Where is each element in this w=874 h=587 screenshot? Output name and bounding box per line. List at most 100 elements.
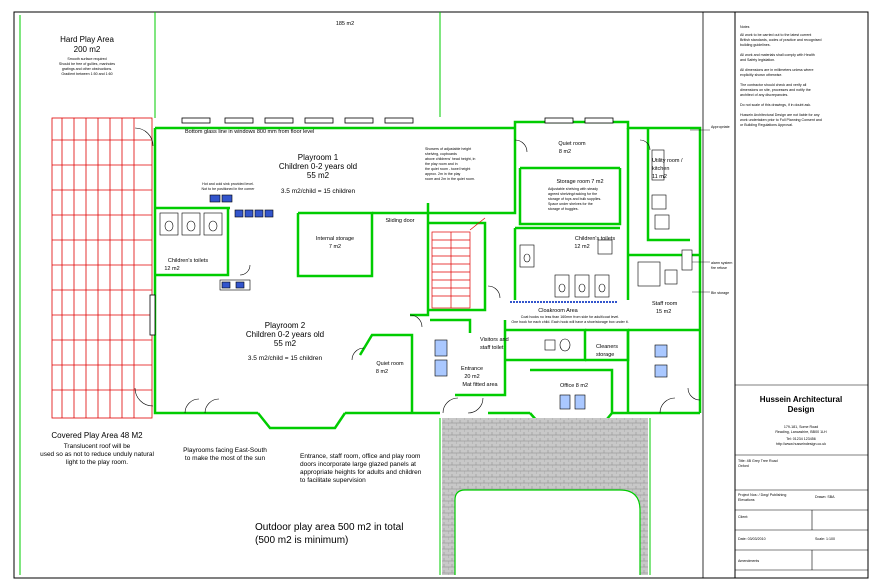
visitors-toilet-name: Visitors and <box>480 337 509 343</box>
side-annotations: Appropriate alarm system fire refuse Bin… <box>690 125 732 295</box>
outdoor-line-2: (500 m2 is minimum) <box>255 535 348 546</box>
side-note-4: Bin storage <box>711 291 729 295</box>
utility-name: Utility room / <box>652 158 683 164</box>
side-note-3: fire refuse <box>711 266 727 270</box>
notes-line: building guidelines. <box>740 43 771 47</box>
hard-play-note-4: Gradient between 1:50 and 1:60 <box>61 72 112 76</box>
notes-heading: Notes <box>740 25 750 29</box>
notes-line: architect of any discrepancies. <box>740 93 788 97</box>
title-block <box>735 384 868 571</box>
project-value: Elevations <box>738 498 755 502</box>
window-row <box>149 117 614 336</box>
hot-cold-note-1: Hot and cold sink provided level. <box>202 182 254 186</box>
hard-play-note-1: Smooth surface required <box>67 57 106 61</box>
quiet-room-bottom-name: Quiet room <box>376 361 404 367</box>
cloakroom-name: Cloakroom Area <box>538 308 578 314</box>
playroom-2-ratio: 3.5 m2/child = 15 children <box>248 355 323 362</box>
storage-note-2: shelving, cupboards <box>425 152 457 156</box>
outdoor-line-1: Outdoor play area 500 m2 in total <box>255 522 403 533</box>
covered-play-roof <box>51 117 153 419</box>
notes-line: All work and materials shall comply with… <box>740 53 815 57</box>
stair <box>431 217 486 309</box>
side-note-1: Appropriate <box>711 125 730 129</box>
title-label: Title: 4B Grey Tree Road <box>738 459 778 463</box>
quiet-room-top-area: 8 m2 <box>559 149 571 155</box>
notes-panel: Notes All work to be carried out to the … <box>740 25 822 127</box>
storage-note-7: room and 2m in the quiet room. <box>425 177 475 181</box>
playroom-2-area: 55 m2 <box>274 339 297 348</box>
entrance-extra: Mat fitted area <box>462 382 498 388</box>
entrance-note-4: to facilitate supervision <box>300 477 366 484</box>
entrance-note-3: appropriate heights for adults and child… <box>300 469 422 476</box>
storage-note-1: Showers of adjustable height <box>425 147 471 151</box>
entrance-area: 20 m2 <box>464 374 479 380</box>
children-toilets-right-name: Children's toilets <box>575 236 615 242</box>
window-note: Bottom glass line in windows 800 mm from… <box>185 129 314 135</box>
utility-area: 11 m2 <box>652 174 667 180</box>
playroom-2-ages: Children 0-2 years old <box>246 330 324 339</box>
hard-play-area: Hard Play Area 200 m2 Smooth surface req… <box>59 35 115 76</box>
children-toilets-left-area: 12 m2 <box>164 266 179 272</box>
cloakroom-note-1: Coat hooks no less than 160mm from side … <box>521 315 619 319</box>
east-south-note-1: Playrooms facing East-South <box>183 447 267 454</box>
company-address-2: Reading, Lancashire, BB00 1LH <box>775 430 827 434</box>
storage-note-4: the play room and in <box>425 162 458 166</box>
covered-play-note-1: Translucent roof will be <box>64 443 131 450</box>
playroom-2: Playroom 2 Children 0-2 years old 55 m2 … <box>246 321 324 362</box>
office-name: Office 8 m2 <box>560 383 588 389</box>
staff-room-name: Staff room <box>652 301 678 307</box>
notes-line: dimensions on site, processes and notify… <box>740 88 811 92</box>
visitors-toilet-name-2: staff toilet <box>480 345 504 351</box>
playroom-1: Playroom 1 Children 0-2 years old 55 m2 … <box>279 153 357 195</box>
quiet-room-bottom-area: 8 m2 <box>376 369 388 375</box>
hot-cold-note-2: Not to be positioned in the corner <box>202 187 256 191</box>
playroom-1-ages: Children 0-2 years old <box>279 162 357 171</box>
cleaners-name: Cleaners <box>596 344 618 350</box>
company-address-4: http://www.husseindesign.co.uk <box>776 442 826 446</box>
storage-room-note-3: storage of toys and bulk supplies. <box>548 197 601 201</box>
access-path <box>454 489 641 575</box>
children-toilets-right-area: 12 m2 <box>574 244 589 250</box>
playroom-1-name: Playroom 1 <box>298 153 339 162</box>
covered-play-note-3: light to the play room. <box>66 459 128 466</box>
notes-line: explicitly shown otherwise. <box>740 73 782 77</box>
hard-play-note-3: gratings and other obstructions. <box>62 67 112 71</box>
internal-storage-name: Internal storage <box>316 236 354 242</box>
notes-line: All dimensions are in millimeters unless… <box>740 68 814 72</box>
playroom-1-area: 55 m2 <box>307 171 330 180</box>
covered-play-area: Covered Play Area 48 M2 Translucent roof… <box>40 431 154 466</box>
storage-note-5: the quiet room - towel height <box>425 167 470 171</box>
storage-note-6: approx. 2m in the play <box>425 172 461 176</box>
notes-line: or Building Regulations Approval. <box>740 123 793 127</box>
quiet-room-top-name: Quiet room <box>558 141 586 147</box>
scale-label: Scale: 1:100 <box>815 537 835 541</box>
notes-line: The contractor should check and verify a… <box>740 83 807 87</box>
hard-play-title: Hard Play Area <box>60 35 114 44</box>
notes-line: Do not scale of this drawings, if in dou… <box>740 103 811 107</box>
entrance-name: Entrance <box>461 366 483 372</box>
company-name-2: Design <box>788 405 815 414</box>
storage-note: Showers of adjustable height shelving, c… <box>425 147 475 181</box>
hard-play-area-value: 200 m2 <box>74 45 101 54</box>
storage-room-note-2: agreed shelving/racking for the <box>548 192 597 196</box>
door-swings <box>134 127 701 414</box>
project-label: Project Nos: / Dwg/ Publishing <box>738 493 786 497</box>
utility-name-2: kitchen <box>652 166 669 172</box>
cloakroom-note-2: One hook for each child. Each hook will … <box>511 320 628 324</box>
company-address-1: 179-181, Some Road <box>784 425 818 429</box>
title-label-2: Oxford <box>738 464 749 468</box>
notes-line: and Safety legislation. <box>740 58 775 62</box>
storage-room-note-1: Adjustable shelving with steady <box>548 187 598 191</box>
storage-room-note-4: Space under shelves for the <box>548 202 593 206</box>
client-label: Client: <box>738 515 748 519</box>
notes-line: All work to be carried out to the latest… <box>740 33 811 37</box>
side-note-2: alarm system <box>711 261 732 265</box>
company-name-1: Hussein Architectural <box>760 395 842 404</box>
company-address-3: Tel: 01234 123456 <box>786 437 816 441</box>
storage-room: Storage room 7 m2 Adjustable shelving wi… <box>548 179 604 211</box>
storage-room-note-5: storage of buggies. <box>548 207 579 211</box>
east-south-note-2: to make the most of the sun <box>185 455 266 462</box>
building-walls <box>153 120 702 432</box>
entrance-note-1: Entrance, staff room, office and play ro… <box>300 453 420 460</box>
covered-play-note-2: used so as not to reduce unduly natural <box>40 451 154 458</box>
